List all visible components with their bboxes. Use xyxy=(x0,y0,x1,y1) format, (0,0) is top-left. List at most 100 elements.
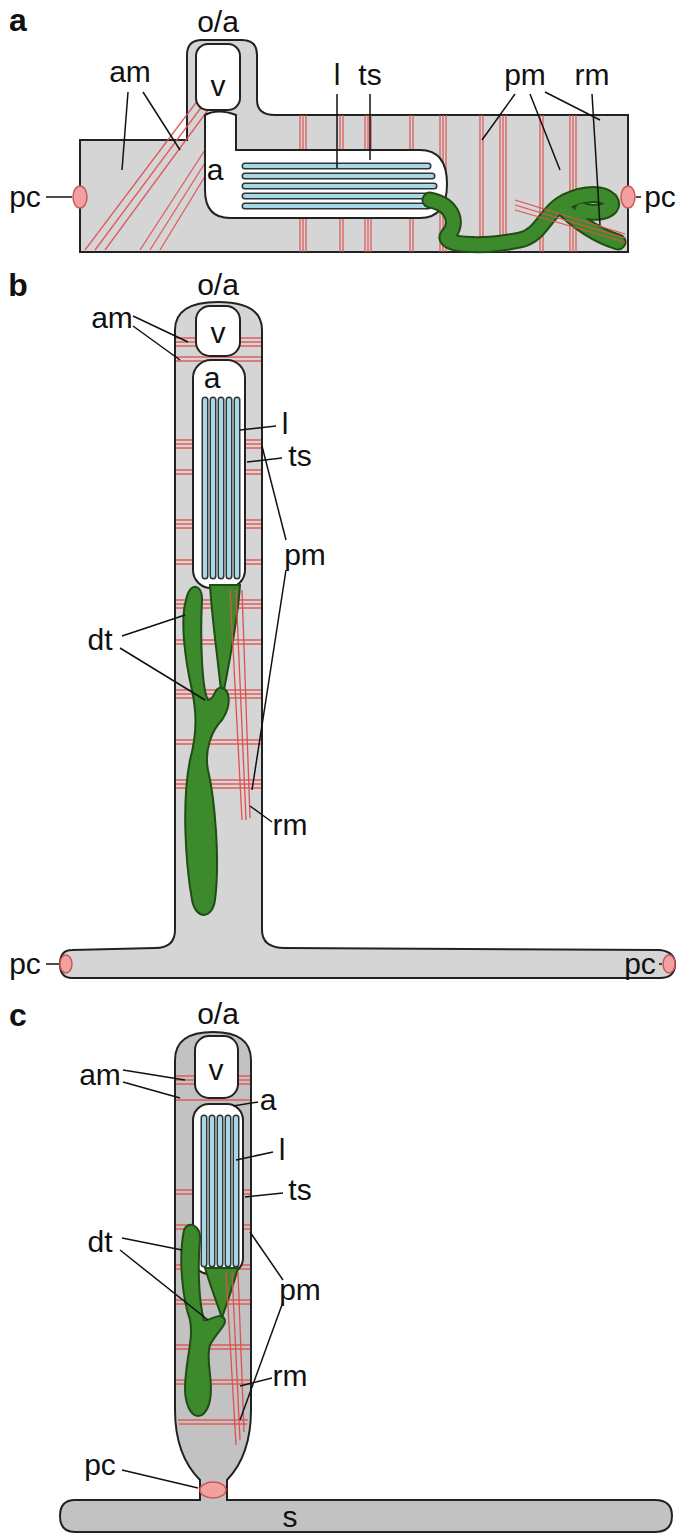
panel-c-leader-lines-part xyxy=(250,1232,283,1280)
panel-c-muscles xyxy=(176,1076,250,1424)
panel-b-branchial-basket-part-part xyxy=(211,400,215,576)
part-label: l xyxy=(282,409,289,439)
panel-b-branchial-basket-part-part xyxy=(210,400,217,576)
panel-a-leader-lines-part xyxy=(482,94,515,140)
panel-a-branchial-basket xyxy=(245,166,434,206)
panel-c-retractor-muscle xyxy=(226,1272,244,1445)
panel-a-body-part xyxy=(80,40,628,252)
panel-c-leader-lines-part xyxy=(122,1238,182,1250)
part-label: l xyxy=(334,60,341,90)
panel-a-branchial-basket-part-part xyxy=(245,173,432,180)
panel-c-leader-lines-part xyxy=(236,1152,273,1160)
panel-b-digestive-tract-part xyxy=(183,587,228,915)
panel-c-digestive-tract-part xyxy=(181,1225,225,1416)
panel-b-leader-lines-part xyxy=(133,326,180,360)
part-label: pc xyxy=(84,1450,116,1480)
panel-c-retractor-muscle-part xyxy=(238,1272,244,1432)
panel-letter: b xyxy=(8,269,28,301)
panel-a-branchial-basket-part-part xyxy=(245,193,432,200)
panel-c-pericardial-cells xyxy=(200,1482,226,1498)
panel-a-muscles-part xyxy=(482,115,483,252)
panel-a-muscles-part xyxy=(85,100,198,250)
panel-a-muscles-part xyxy=(499,115,500,252)
part-label: dt xyxy=(87,1227,112,1257)
panel-c-branchial-basket xyxy=(204,1118,236,1264)
panel-a-leader-lines-part xyxy=(530,94,560,170)
panel-a-retractor-muscle xyxy=(515,200,625,242)
part-label: rm xyxy=(273,810,308,840)
panel-c-branchial-basket-part-part xyxy=(233,1118,240,1264)
panel-a-branchial-basket-part-part xyxy=(245,203,428,210)
panel-c-body-part xyxy=(60,1032,672,1532)
part-label: v xyxy=(211,318,226,348)
panel-b-pericardial-cells xyxy=(60,955,675,973)
panel-a-muscles-part xyxy=(150,155,210,250)
panel-b-pericardial-cells-part xyxy=(60,955,72,973)
panel-b-digestive-tract xyxy=(183,585,240,915)
panel-a-gut xyxy=(430,195,618,245)
panel-a-pericardial-cells-part xyxy=(73,186,87,208)
part-label: ts xyxy=(358,60,381,90)
part-label: pc xyxy=(624,949,656,979)
part-label: am xyxy=(109,57,151,87)
panel-a-muscles-part xyxy=(140,150,205,250)
panel-a-muscles-part xyxy=(569,115,570,252)
panel-b-branchial-basket-part-part xyxy=(235,400,239,576)
panel-a-branchial-basket-part-part xyxy=(245,174,432,178)
panel-c-muscles-part xyxy=(178,1419,248,1420)
panel-c-muscles-part xyxy=(176,1348,250,1349)
panel-a-leader-lines xyxy=(46,92,641,225)
panel-a-gut-part xyxy=(430,195,618,245)
panel-c-leader-lines-part xyxy=(233,1102,258,1106)
panel-b-branchial-basket-part xyxy=(205,400,237,576)
panel-c-siphon-atrium-part xyxy=(195,1036,238,1098)
panel-c-leader-lines-part xyxy=(240,1378,272,1386)
part-label: dt xyxy=(87,625,112,655)
panel-c-leader-lines-part xyxy=(123,1082,180,1098)
panel-b-leader-lines-part xyxy=(46,963,59,965)
panel-a-leader-lines-part xyxy=(122,92,128,170)
panel-b-branchial-basket-part xyxy=(205,400,237,576)
panel-c-branchial-basket-part-part xyxy=(210,1118,214,1264)
panel-b-muscles-part xyxy=(176,743,261,744)
part-label: o/a xyxy=(197,7,239,37)
panel-b-leader-lines-part xyxy=(262,446,286,540)
panel-a-branchial-basket-part-part xyxy=(245,194,432,198)
panel-c-retractor-muscle-part xyxy=(226,1272,236,1445)
panel-b-siphon-atrium xyxy=(193,306,245,588)
part-label: am xyxy=(91,303,133,333)
panel-letter: a xyxy=(9,4,27,36)
panel-b-branchial-basket-part-part xyxy=(218,400,225,576)
part-label: pm xyxy=(504,60,546,90)
panel-a-pericardial-cells xyxy=(73,186,635,208)
part-label: l xyxy=(279,1135,286,1165)
panel-b-body-part xyxy=(60,302,675,978)
panel-c-branchial-basket-part-part xyxy=(225,1118,232,1264)
panel-a-leader-lines-part xyxy=(636,196,641,198)
panel-a-branchial-basket-part xyxy=(245,166,434,206)
panel-b-digestive-tract-part xyxy=(210,585,240,700)
panel-b-leader-lines-part xyxy=(120,648,205,700)
panel-c-pericardial-cells-part xyxy=(200,1482,226,1498)
panel-b-pericardial-cells-part xyxy=(663,955,675,973)
panel-a-muscles xyxy=(85,100,576,252)
panel-b-retractor-muscle-part xyxy=(242,590,250,818)
part-label: pc xyxy=(9,949,41,979)
panel-b-branchial-basket-part-part xyxy=(202,400,209,576)
panel-c-leader-lines-part xyxy=(245,1193,283,1197)
panel-a-siphon-atrium xyxy=(196,44,447,218)
panel-c-branchial-basket-part-part xyxy=(234,1118,238,1264)
part-label: o/a xyxy=(197,999,239,1029)
panel-c-leader-lines xyxy=(120,1070,283,1488)
panel-c-branchial-basket-part-part xyxy=(209,1118,216,1264)
panel-b-retractor-muscle-part xyxy=(230,590,242,820)
panel-c-branchial-basket-part-part xyxy=(201,1118,208,1264)
part-label: a xyxy=(204,363,221,393)
panel-c-branchial-basket-part xyxy=(204,1118,236,1264)
panel-b-leader-lines-part xyxy=(122,615,185,636)
panel-a-muscles-part xyxy=(502,115,503,252)
panel-a-retractor-muscle-part xyxy=(515,200,625,234)
part-label: pm xyxy=(279,1275,321,1305)
panel-b-leader-lines-part xyxy=(133,316,188,342)
